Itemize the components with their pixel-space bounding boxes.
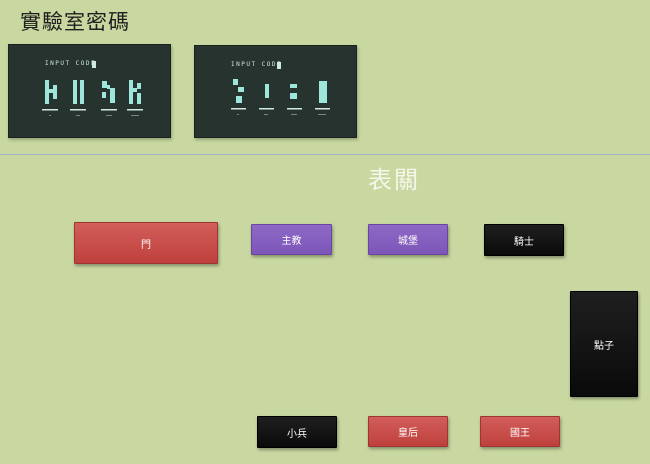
page-title: 實驗室密碼 — [20, 10, 130, 34]
node-idea: 點子 — [570, 291, 638, 397]
code-label: INPUT CODE — [45, 60, 97, 67]
node-gate: 門 — [74, 222, 218, 264]
cursor-icon — [92, 61, 96, 68]
section-title: 表關 — [368, 166, 420, 194]
node-queen: 皇后 — [368, 416, 448, 447]
code-panel-1: INPUT CODE — [8, 44, 171, 138]
cipher-glyphs-1 — [42, 80, 143, 116]
node-knight: 騎士 — [484, 224, 564, 256]
code-panel-2: INPUT CODE — [194, 45, 357, 138]
node-king: 國王 — [480, 416, 560, 447]
node-bishop: 主教 — [251, 224, 332, 255]
node-castle: 城堡 — [368, 224, 448, 255]
cipher-glyphs-2 — [231, 79, 330, 115]
node-pawn: 小兵 — [257, 416, 337, 448]
section-divider — [0, 154, 650, 155]
code-label: INPUT CODE — [231, 61, 283, 68]
cursor-icon — [277, 62, 281, 69]
